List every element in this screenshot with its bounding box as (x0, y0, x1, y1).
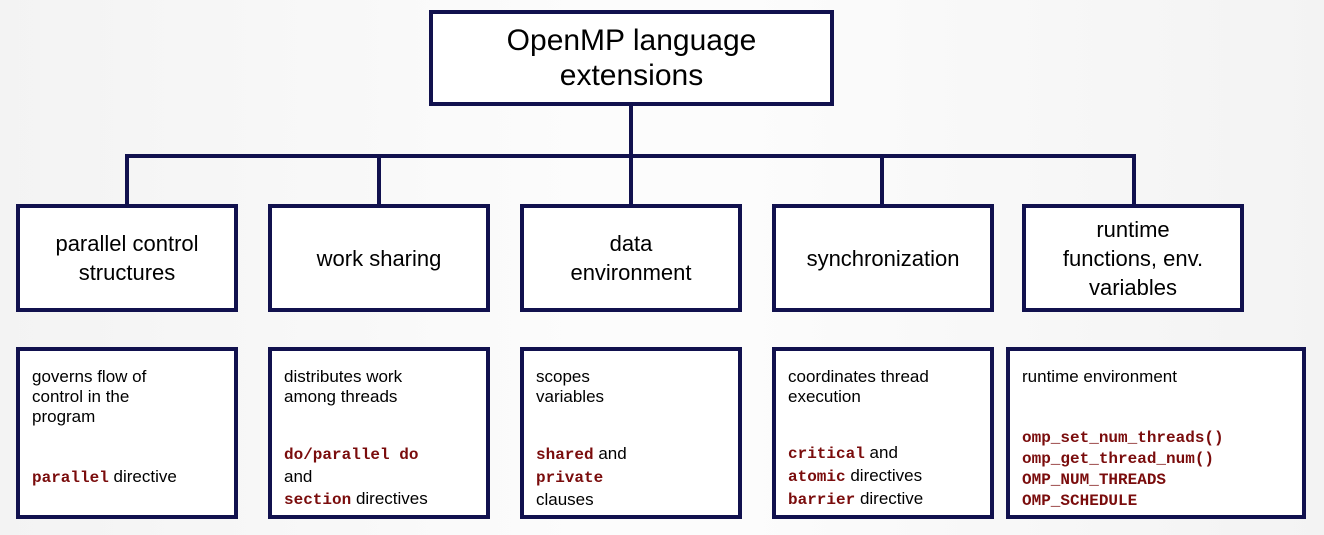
code-section: section (284, 491, 352, 509)
root-title-line2: extensions (559, 59, 704, 92)
code-shared: shared (536, 446, 594, 464)
description-text: runtime environment (1022, 367, 1177, 386)
runtime-function-list: omp_set_num_threads() omp_get_thread_num… (1022, 427, 1298, 511)
description-text: governs flow of control in the program (32, 367, 147, 426)
clause-lines: shared and private clauses (536, 444, 627, 509)
directive-line: parallel directive (32, 467, 177, 487)
category-label: functions, env. (1062, 245, 1204, 271)
category-work-sharing: work sharing (268, 204, 490, 312)
code-omp-num-threads: OMP_NUM_THREADS (1022, 471, 1167, 489)
root-node: OpenMP language extensions (429, 10, 834, 106)
description-synchronization: coordinates thread execution critical an… (772, 347, 994, 519)
code-omp-schedule: OMP_SCHEDULE (1022, 492, 1138, 510)
code-private: private (536, 469, 604, 487)
code-atomic: atomic (788, 468, 846, 486)
description-parallel-control: governs flow of control in the program p… (16, 347, 238, 519)
root-title-line1: OpenMP language (506, 24, 757, 57)
code-parallel: parallel (32, 469, 109, 487)
code-barrier: barrier (788, 491, 856, 509)
code-do-parallel-do: do/parallel do (284, 446, 419, 464)
code-omp-get-thread-num: omp_get_thread_num() (1022, 450, 1215, 468)
code-omp-set-num-threads: omp_set_num_threads() (1022, 429, 1224, 447)
directive-lines: critical and atomic directives barrier d… (788, 443, 924, 509)
category-label: data (609, 231, 653, 256)
description-text: coordinates thread execution (788, 367, 929, 406)
description-work-sharing: distributes work among threads do/parall… (268, 347, 490, 519)
category-label: runtime (1096, 216, 1170, 242)
description-text: scopes variables (536, 367, 605, 406)
category-runtime-functions: runtime functions, env. variables (1022, 204, 1244, 312)
directive-lines: do/parallel do and section directives (284, 446, 428, 509)
category-parallel-control: parallel control structures (16, 204, 238, 312)
category-data-environment: data environment (520, 204, 742, 312)
code-critical: critical (788, 445, 865, 463)
category-label: environment (570, 260, 692, 285)
category-label: variables (1088, 274, 1178, 300)
category-label: structures (78, 260, 176, 285)
category-synchronization: synchronization (772, 204, 994, 312)
description-text: distributes work among threads (284, 367, 403, 406)
description-runtime: runtime environment omp_set_num_threads(… (1006, 347, 1306, 519)
category-label: work sharing (316, 245, 442, 271)
category-label: synchronization (806, 245, 960, 271)
category-label: parallel control (55, 231, 199, 256)
description-data-environment: scopes variables shared and private clau… (520, 347, 742, 519)
